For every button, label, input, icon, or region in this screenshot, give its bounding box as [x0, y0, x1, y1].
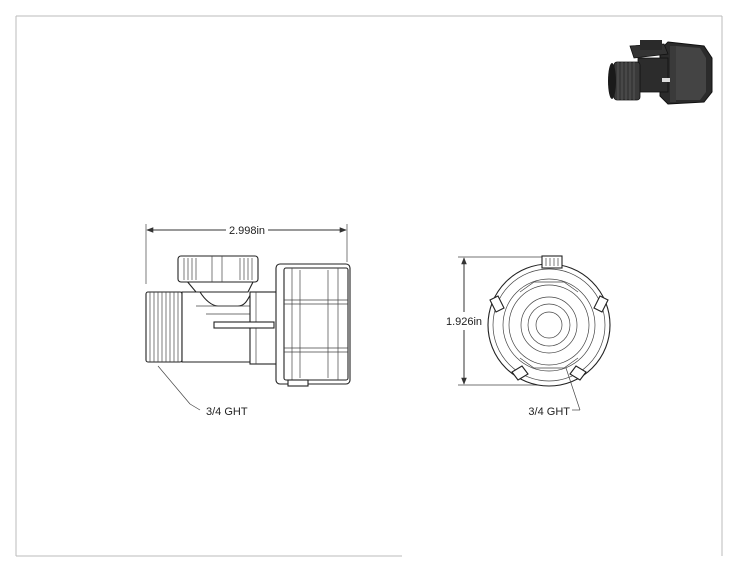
threaded-end [145, 291, 183, 363]
side-thread-callout: 3/4 GHT [157, 365, 248, 418]
end-view: 1.926in [446, 255, 611, 418]
valve-handle [177, 255, 259, 293]
sheet-border [15, 15, 723, 557]
height-dimension: 1.926in [446, 256, 546, 386]
width-dimension: 2.998in [145, 224, 348, 284]
end-thread-callout-label: 3/4 GHT [528, 406, 570, 418]
end-thread-callout: 3/4 GHT [528, 367, 581, 418]
side-thread-callout-label: 3/4 GHT [206, 406, 248, 418]
end-view-nut [487, 255, 611, 387]
side-view: 2.998in [145, 224, 351, 418]
height-dimension-label: 1.926in [446, 316, 482, 328]
coupling-nut [275, 263, 351, 387]
valve-body [181, 291, 279, 365]
width-dimension-label: 2.998in [229, 225, 265, 237]
valve-3d-render-icon [608, 40, 713, 105]
